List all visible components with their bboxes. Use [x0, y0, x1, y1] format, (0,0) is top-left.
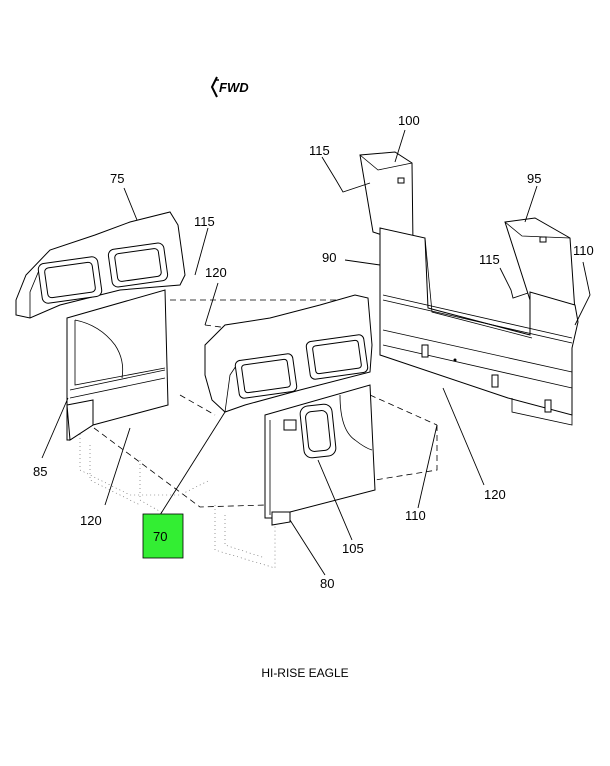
forward-label: FWD: [219, 80, 249, 95]
callout-105[interactable]: 105: [342, 541, 364, 556]
callout-80[interactable]: 80: [320, 576, 334, 591]
callout-100[interactable]: 100: [398, 113, 420, 128]
part-105-access-door: [283, 403, 337, 459]
callout-120-lower-left[interactable]: 120: [80, 513, 102, 528]
part-90-rear-panel: [379, 227, 579, 426]
callout-115-top[interactable]: 115: [309, 143, 330, 158]
leader-lines: [41, 129, 591, 576]
diagram-caption: HI-RISE EAGLE: [261, 666, 349, 680]
callout-115-right[interactable]: 115: [479, 252, 500, 267]
highlighted-part-box[interactable]: [142, 513, 184, 559]
callout-115-left[interactable]: 115: [194, 214, 215, 229]
part-85-left-lower-panel: [66, 289, 169, 441]
callout-85[interactable]: 85: [33, 464, 47, 479]
callout-90[interactable]: 90: [322, 250, 336, 265]
part-95-right-upper-panel: [504, 217, 576, 313]
callout-70[interactable]: 70: [153, 529, 167, 544]
callout-120-right[interactable]: 120: [484, 487, 506, 502]
part-100-rear-upper-panel: [359, 151, 414, 246]
part-70-center-upper-panel: [204, 294, 373, 413]
callout-95[interactable]: 95: [527, 171, 541, 186]
callout-75[interactable]: 75: [110, 171, 124, 186]
callout-120-upper[interactable]: 120: [205, 265, 227, 280]
underfloor-structure: [79, 430, 276, 569]
callout-110-right[interactable]: 110: [573, 243, 594, 258]
forward-arrow-icon: [210, 76, 219, 98]
callout-110-bottom[interactable]: 110: [405, 508, 426, 523]
part-75-left-upper-panel: [15, 211, 186, 319]
